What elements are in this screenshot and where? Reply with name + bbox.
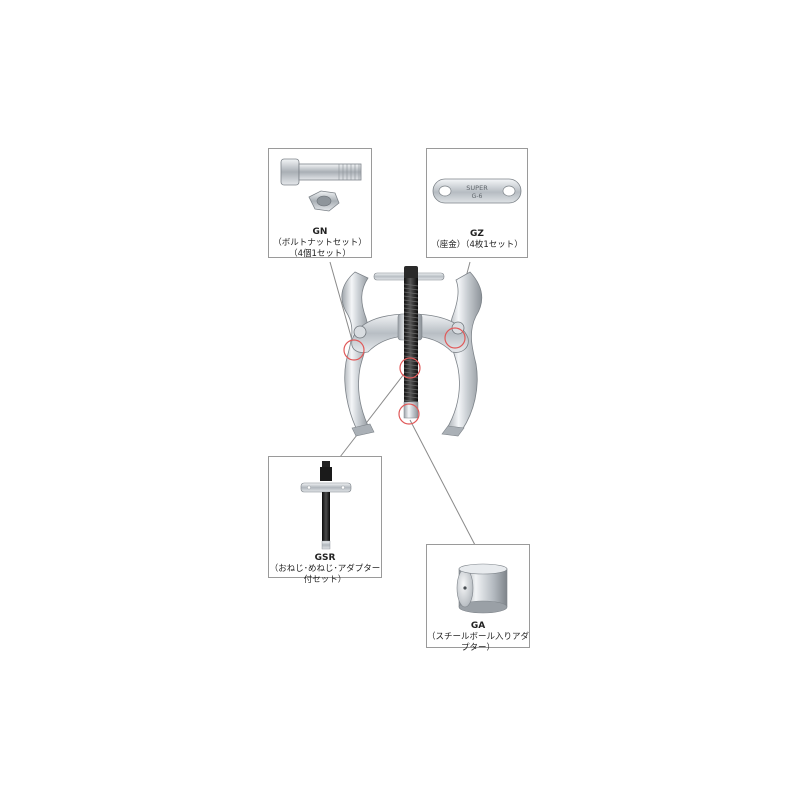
- screw-thread: [403, 339, 419, 343]
- screw-thread: [403, 399, 419, 403]
- puller-screw-spindle: [403, 278, 419, 419]
- screw-thread: [403, 363, 419, 367]
- screw-thread: [403, 383, 419, 387]
- screw-thread: [403, 395, 419, 399]
- highlight-circle-ga: [398, 403, 420, 425]
- leader-line-ga: [409, 419, 476, 546]
- screw-spindle-icon: [300, 461, 352, 550]
- screw-thread: [403, 351, 419, 355]
- part-desc-ga-1: （スチールボール入りアダプター）: [427, 632, 530, 653]
- screw-thread: [403, 283, 419, 287]
- screw-thread: [403, 387, 419, 391]
- highlight-circle-gz: [444, 327, 466, 349]
- puller-t-handle: [373, 266, 445, 281]
- screw-thread: [403, 391, 419, 395]
- part-code-gn: GN: [312, 227, 328, 237]
- screw-thread: [403, 315, 419, 319]
- part-desc-gn-2: （4個1セット）: [289, 249, 351, 259]
- screw-thread: [403, 287, 419, 291]
- puller-right-arm: [441, 271, 483, 437]
- screw-thread: [403, 335, 419, 339]
- part-code-gz: GZ: [470, 229, 484, 239]
- screw-thread: [403, 319, 419, 323]
- screw-thread: [403, 295, 419, 299]
- screw-thread: [403, 327, 419, 331]
- leader-line-gsr: [339, 373, 405, 458]
- screw-thread: [403, 375, 419, 379]
- part-code-ga: GA: [470, 621, 486, 631]
- screw-thread: [403, 299, 419, 303]
- washer-marking-line2: G-6: [472, 193, 483, 200]
- puller-left-arm: [341, 271, 375, 437]
- part-box-gsr: GSR （おねじ･めねじ･アダプター付セット）: [268, 456, 382, 585]
- screw-thread: [403, 371, 419, 375]
- part-code-gsr: GSR: [314, 553, 336, 563]
- bolt-nut-icon: [280, 158, 362, 212]
- part-desc-gn-1: （ボルトナットセット）: [273, 238, 367, 248]
- leader-line-gn: [329, 261, 353, 341]
- steel-ball-adapter-icon: [456, 563, 508, 614]
- washer-plate-icon: SUPER G-6: [432, 178, 522, 204]
- washer-marking-line1: SUPER: [466, 184, 488, 192]
- screw-thread: [403, 379, 419, 383]
- part-box-gz: SUPER G-6 GZ （座金）（4枚1セット）: [426, 148, 528, 258]
- screw-thread: [403, 303, 419, 307]
- part-desc-gz-1: （座金）（4枚1セット）: [431, 240, 523, 250]
- screw-thread: [403, 359, 419, 363]
- screw-thread: [403, 331, 419, 335]
- screw-thread: [403, 347, 419, 351]
- screw-thread: [403, 323, 419, 327]
- part-box-gn: GN （ボルトナットセット） （4個1セット）: [268, 148, 372, 259]
- part-desc-gsr-1: （おねじ･めねじ･アダプター付セット）: [269, 564, 381, 585]
- screw-thread: [403, 311, 419, 315]
- screw-thread: [403, 355, 419, 359]
- highlight-circle-gsr: [399, 357, 421, 379]
- screw-thread: [403, 291, 419, 295]
- part-box-ga: GA （スチールボール入りアダプター）: [426, 544, 530, 653]
- screw-thread: [403, 367, 419, 371]
- screw-thread: [403, 307, 419, 311]
- screw-thread: [403, 343, 419, 347]
- highlight-circles: [343, 327, 466, 425]
- highlight-circle-gn: [343, 339, 365, 361]
